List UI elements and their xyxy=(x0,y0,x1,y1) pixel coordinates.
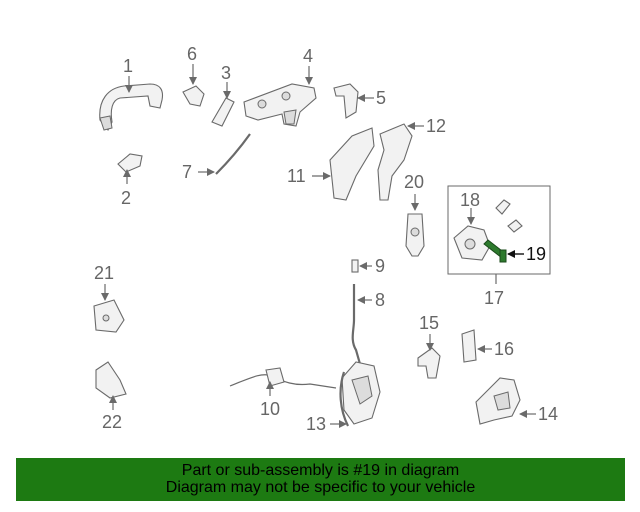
callout-14[interactable]: 14 xyxy=(538,404,558,424)
part-15[interactable] xyxy=(417,347,441,379)
callout-19[interactable]: 19 xyxy=(526,244,546,264)
part-8-rod[interactable] xyxy=(351,284,362,365)
part-21[interactable] xyxy=(93,299,125,333)
callout-13[interactable]: 13 xyxy=(306,414,326,434)
part-1-outside-handle[interactable] xyxy=(99,83,164,132)
callout-21[interactable]: 21 xyxy=(94,263,114,283)
callout-12[interactable]: 12 xyxy=(426,116,446,136)
part-10-cable[interactable] xyxy=(229,367,337,389)
part-2-inside-handle[interactable] xyxy=(117,153,143,173)
parts-diagram: 1 6 3 4 5 12 11 7 2 xyxy=(93,44,558,434)
callout-5[interactable]: 5 xyxy=(376,88,386,108)
part-6[interactable] xyxy=(182,85,205,107)
callout-6[interactable]: 6 xyxy=(187,44,197,64)
part-13-door-latch[interactable] xyxy=(339,361,381,427)
part-19-highlighted[interactable] xyxy=(483,239,507,263)
part-14-bracket[interactable] xyxy=(475,377,521,425)
callout-20[interactable]: 20 xyxy=(404,172,424,192)
part-11[interactable] xyxy=(329,127,375,201)
callout-9[interactable]: 9 xyxy=(375,256,385,276)
banner-line-2: Diagram may not be specific to your vehi… xyxy=(165,479,476,496)
part-22[interactable] xyxy=(95,361,127,399)
callout-8[interactable]: 8 xyxy=(375,290,385,310)
callout-4[interactable]: 4 xyxy=(303,46,313,66)
part-3[interactable] xyxy=(211,97,235,127)
part-20-key[interactable] xyxy=(405,213,425,257)
part-4-handle-carrier[interactable] xyxy=(243,83,317,127)
part-12[interactable] xyxy=(377,123,413,201)
callout-17[interactable]: 17 xyxy=(484,288,504,308)
part-7-rod[interactable] xyxy=(215,133,251,175)
callout-2[interactable]: 2 xyxy=(121,188,131,208)
callout-15[interactable]: 15 xyxy=(419,313,439,333)
callout-7[interactable]: 7 xyxy=(182,162,192,182)
callout-3[interactable]: 3 xyxy=(221,63,231,83)
banner-line-1: Part or sub-assembly is #19 in diagram xyxy=(181,462,460,479)
callout-10[interactable]: 10 xyxy=(260,399,280,419)
callout-11[interactable]: 11 xyxy=(287,166,306,186)
part-9[interactable] xyxy=(351,259,359,273)
callout-22[interactable]: 22 xyxy=(102,412,122,432)
part-small-screws[interactable] xyxy=(495,199,523,233)
part-5[interactable] xyxy=(333,83,359,119)
callout-1[interactable]: 1 xyxy=(123,56,133,76)
part-16[interactable] xyxy=(461,329,477,363)
info-banner: Part or sub-assembly is #19 in diagram D… xyxy=(16,458,625,501)
callout-16[interactable]: 16 xyxy=(494,339,514,359)
callout-18[interactable]: 18 xyxy=(460,190,480,210)
